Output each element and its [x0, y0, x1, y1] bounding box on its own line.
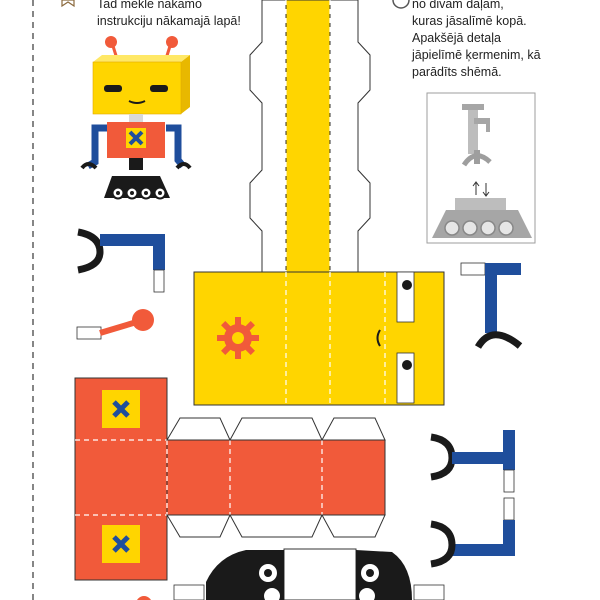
assembly-diagram	[426, 92, 536, 244]
instruction-right-line-1: no divām daļām,	[412, 0, 504, 11]
instruction-right: no divām daļām, kuras jāsalīmē kopā. Apa…	[412, 0, 541, 81]
right-arm-cutout	[460, 262, 523, 349]
instruction-left: Tad meklē nākamo instrukciju nākamajā la…	[97, 0, 241, 30]
instruction-right-line-3: Apakšējā detaļa	[412, 31, 501, 45]
instruction-right-line-5: parādīts shēmā.	[412, 65, 502, 79]
leg-cutout-bottom	[430, 497, 515, 568]
leg-cutout-top	[430, 430, 515, 493]
robot-illustration	[80, 36, 192, 200]
tread-cutout	[137, 548, 445, 600]
instruction-left-line-2: instrukciju nākamajā lapā!	[97, 14, 241, 28]
instruction-left-line-1: Tad meklē nākamo	[97, 0, 202, 11]
scissors-icon	[61, 0, 75, 8]
step-number-icon	[392, 0, 410, 9]
neck-strip-cutout	[249, 0, 371, 276]
antenna-cutout	[76, 309, 154, 340]
instruction-right-line-2: kuras jāsalīmē kopā.	[412, 14, 527, 28]
head-cutout	[193, 271, 445, 406]
body-cutout	[74, 377, 386, 581]
instruction-right-line-4: jāpielīmē ķermenim, kā	[412, 48, 541, 62]
left-arm-cutout	[77, 228, 165, 293]
